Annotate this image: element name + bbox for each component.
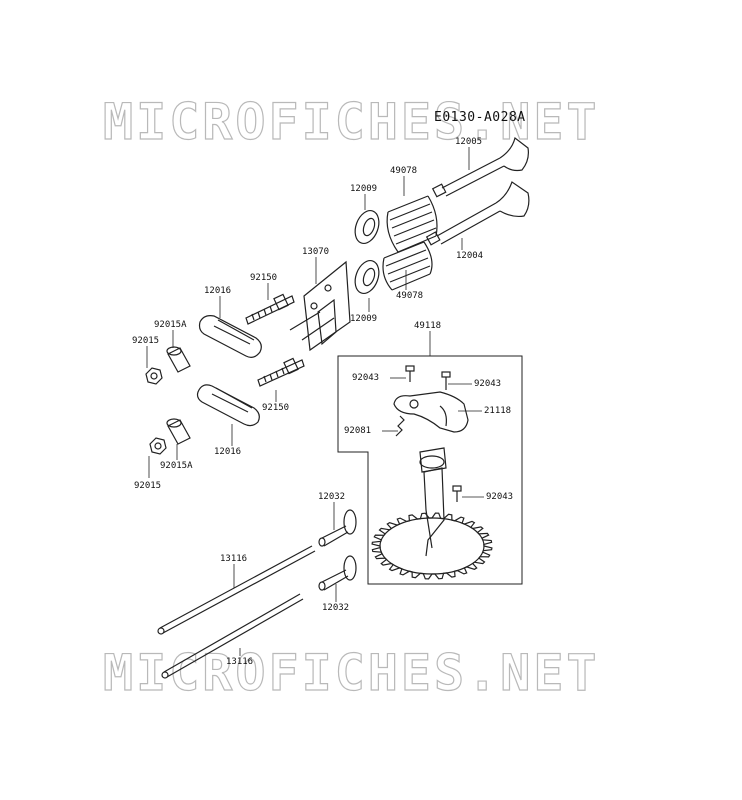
callout-92081: 92081: [344, 426, 372, 436]
callout-92043-c: 92043: [486, 492, 514, 502]
callout-92015A-bottom: 92015A: [160, 461, 193, 471]
intake-valve-12004: [425, 181, 530, 246]
cam-gear: [371, 512, 493, 580]
push-rod-13116-top: [157, 545, 316, 635]
callout-12005: 12005: [455, 137, 483, 147]
stud-92150-top: [245, 293, 295, 325]
callout-92015A-top: 92015A: [154, 320, 187, 330]
callout-49078-top: 49078: [390, 166, 418, 176]
rocker-arm-12016-bottom: [196, 384, 260, 427]
callout-12032-bottom: 12032: [322, 603, 350, 613]
leader-lines: [146, 147, 484, 656]
bolt-92043-a: [405, 365, 415, 382]
washer-12032-bottom: [318, 555, 357, 591]
nut-92015-top: [145, 367, 163, 385]
callout-92015-top: 92015: [132, 336, 160, 346]
nut-92015-bottom: [149, 437, 167, 455]
exhaust-valve-12005: [431, 136, 529, 198]
callout-12032-top: 12032: [318, 492, 346, 502]
stud-92150-bottom: [257, 357, 305, 387]
bolt-92043-b: [441, 371, 451, 390]
callout-92150-bottom: 92150: [262, 403, 290, 413]
callout-92150-top: 92150: [250, 273, 278, 283]
callout-92043-a: 92043: [352, 373, 380, 383]
spring-92081: [395, 415, 405, 437]
callout-12009-top: 12009: [350, 184, 378, 194]
pivot-92015A-bottom: [166, 418, 191, 445]
callout-49118: 49118: [414, 321, 442, 331]
camshaft-assembly-outline: [337, 355, 523, 585]
watermark-bottom: MICROFICHES.NET: [102, 644, 600, 702]
bolt-92043-c: [452, 485, 462, 502]
camshaft: [419, 447, 447, 557]
push-rod-13116-bottom: [161, 593, 304, 679]
guide-plate-13070: [289, 260, 351, 352]
callout-92015-bottom: 92015: [134, 481, 162, 491]
callout-13116-top: 13116: [220, 554, 248, 564]
callout-21118: 21118: [484, 406, 512, 416]
callout-92043-b: 92043: [474, 379, 502, 389]
valve-spring-49078-bottom: [382, 241, 433, 291]
callout-13116-bottom: 13116: [226, 657, 254, 667]
callout-13070: 13070: [302, 247, 330, 257]
pivot-92015A-top: [166, 346, 191, 373]
rocker-arm-12016-top: [198, 315, 262, 358]
callout-12016-bottom: 12016: [214, 447, 242, 457]
spring-retainer-12009-bottom: [354, 259, 380, 295]
governor-21118: [393, 391, 469, 433]
callout-49078-bottom: 49078: [396, 291, 424, 301]
drawing-code: E0130-A028A: [434, 110, 526, 125]
callout-12004: 12004: [456, 251, 484, 261]
valve-spring-49078-top: [386, 195, 438, 253]
callout-12009-bottom: 12009: [350, 314, 378, 324]
callout-12016-top: 12016: [204, 286, 232, 296]
spring-retainer-12009-top: [354, 209, 380, 245]
washer-12032-top: [318, 509, 357, 547]
